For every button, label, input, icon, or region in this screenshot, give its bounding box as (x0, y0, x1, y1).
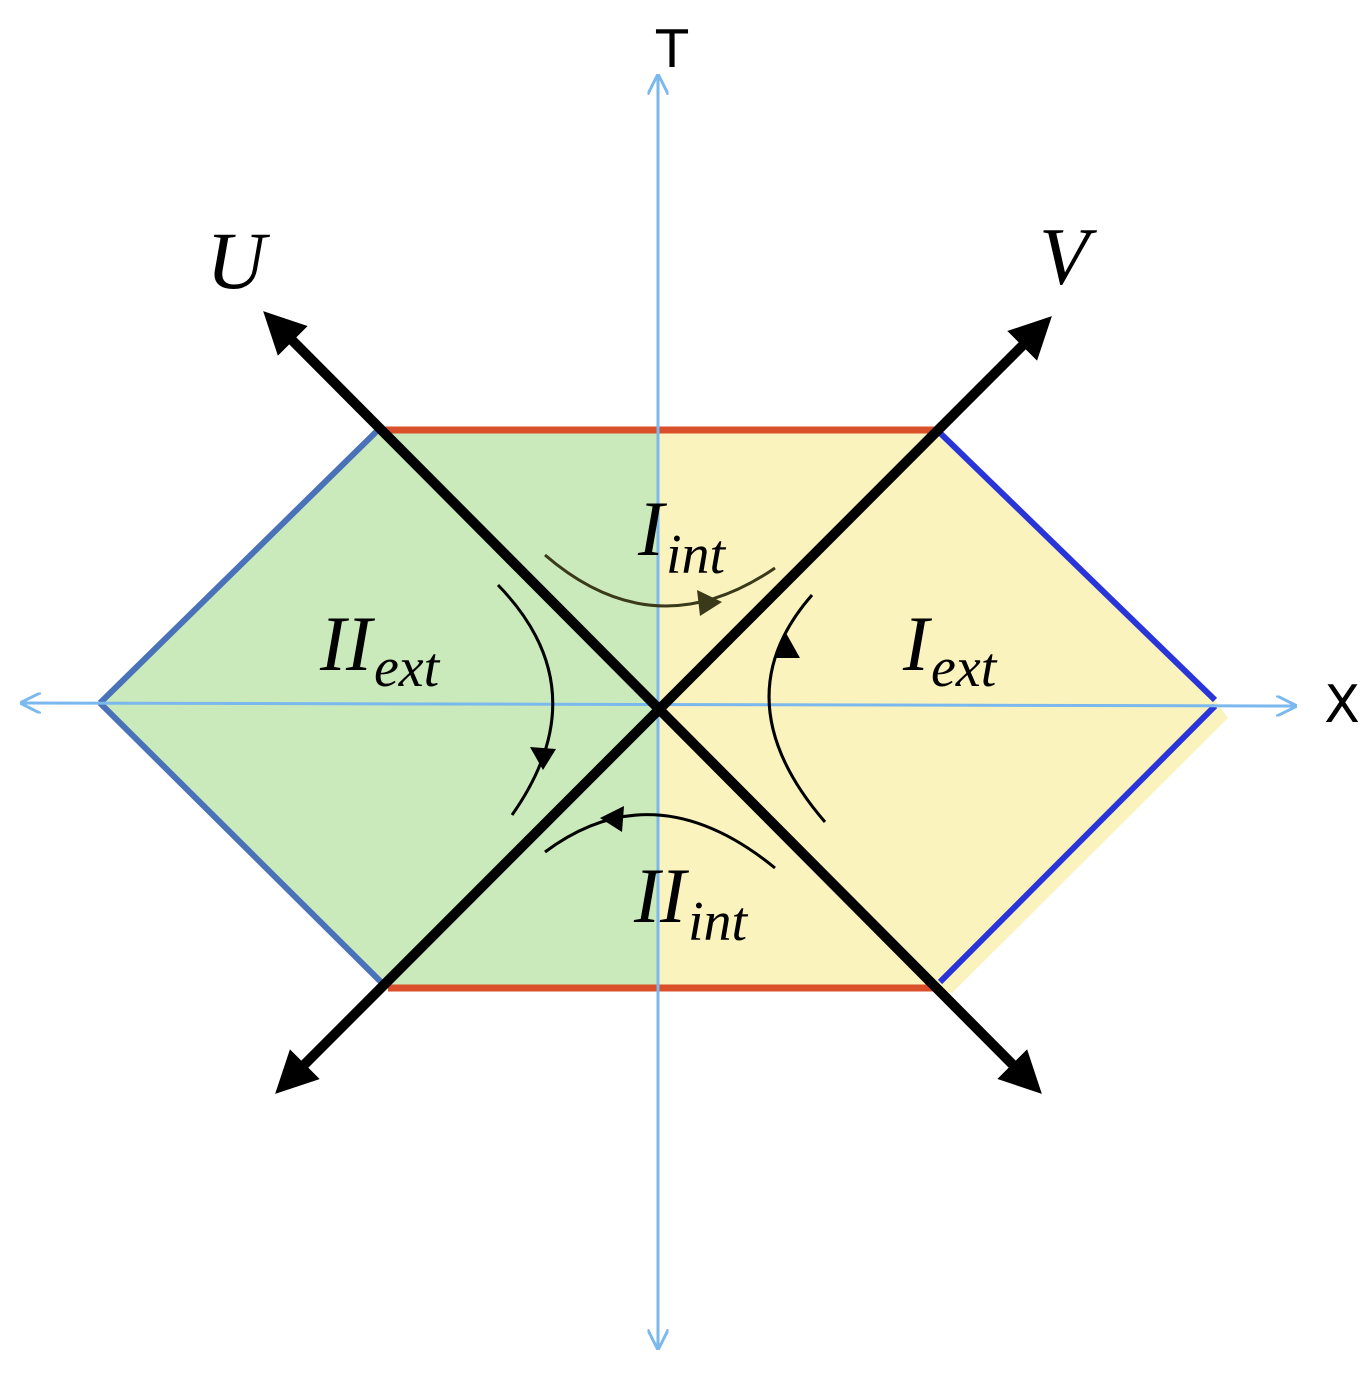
u-axis-label: U (206, 215, 270, 306)
region-label-ii-int: IIint (633, 852, 749, 953)
x-axis-label: X (1324, 675, 1360, 735)
flow-arrowhead-left (530, 747, 556, 770)
region-label-i-ext: Iext (902, 600, 998, 699)
flow-arrow-left (496, 583, 555, 816)
region-label-ii-ext: IIext (319, 600, 441, 699)
flow-arrow-top (544, 553, 776, 608)
v-axis (275, 316, 1052, 1094)
flow-arrowhead-bottom (600, 806, 624, 832)
flow-arrow-right (767, 594, 827, 823)
flow-arrowhead-top (697, 590, 722, 616)
left-region-fill (100, 430, 658, 988)
flow-arrow-bottom (544, 813, 776, 870)
flow-arrowhead-right (774, 633, 800, 658)
region-label-i-int: Iint (637, 485, 727, 586)
v-axis-label: V (1039, 211, 1097, 302)
flow-arrows (496, 553, 827, 870)
t-axis-label: T (655, 20, 688, 80)
